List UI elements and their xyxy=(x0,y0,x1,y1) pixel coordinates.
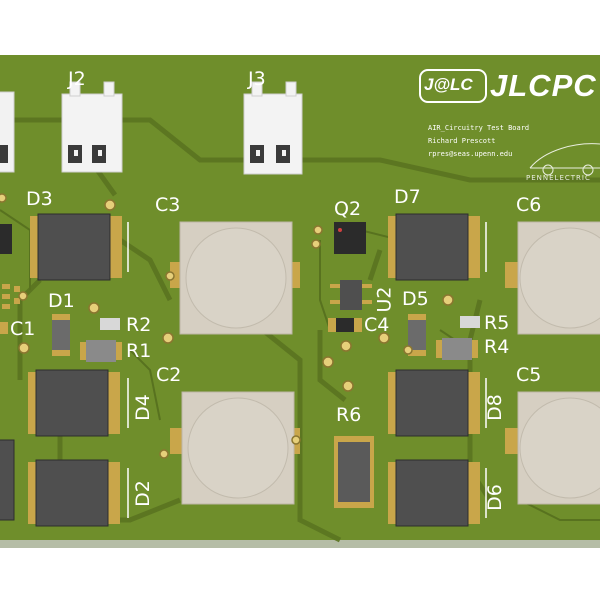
smd-pads-left xyxy=(2,284,20,309)
diode-d3 xyxy=(30,213,122,281)
label-r1: R1 xyxy=(126,340,152,362)
capacitor-c1 xyxy=(0,322,8,334)
diode-d1 xyxy=(52,314,70,356)
resistor-r6 xyxy=(334,436,374,508)
diode-d6 xyxy=(388,459,480,527)
capacitor-c2 xyxy=(170,391,300,505)
label-d4: D4 xyxy=(131,394,154,421)
label-q2: Q2 xyxy=(334,198,362,220)
info-author: Richard Prescott xyxy=(428,137,496,145)
label-u2: U2 xyxy=(373,286,396,313)
diode-d8 xyxy=(388,369,480,437)
pcb-edge xyxy=(0,540,600,548)
diode-d5 xyxy=(408,314,426,356)
resistor-r2 xyxy=(100,318,120,330)
connector-j1 xyxy=(0,91,15,173)
resistor-r1 xyxy=(80,340,122,362)
capacitor-c3 xyxy=(170,221,300,335)
capacitor-c6 xyxy=(505,221,600,335)
label-c1: C1 xyxy=(10,318,36,340)
car-logo xyxy=(529,143,600,176)
label-c2: C2 xyxy=(156,364,182,386)
resistor-r4 xyxy=(436,338,478,360)
resistor-r5 xyxy=(460,316,480,328)
info-title: AIR_Circuitry Test Board xyxy=(428,124,530,132)
label-d1: D1 xyxy=(48,290,75,312)
connector-j3 xyxy=(243,81,303,175)
label-c3: C3 xyxy=(155,194,181,216)
label-r6: R6 xyxy=(336,404,362,426)
label-d6: D6 xyxy=(483,484,506,511)
connector-j2 xyxy=(61,81,123,173)
capacitor-c5 xyxy=(505,391,600,505)
label-d7: D7 xyxy=(394,186,421,208)
logo-box xyxy=(419,69,487,103)
jlcpcb-logo: JLCPC xyxy=(490,68,597,103)
label-j3: J3 xyxy=(248,68,266,90)
info-email: rpres@seas.upenn.edu xyxy=(428,150,513,158)
label-r4: R4 xyxy=(484,336,510,358)
ic-left xyxy=(0,224,12,254)
silk-outlines xyxy=(127,222,487,518)
label-d3: D3 xyxy=(26,188,53,210)
label-d5: D5 xyxy=(402,288,429,310)
transistor-q2 xyxy=(334,222,366,254)
vias xyxy=(0,193,454,459)
capacitor-c4 xyxy=(328,318,362,332)
diode-d7 xyxy=(388,213,480,281)
label-d8: D8 xyxy=(483,394,506,421)
diode-left-edge xyxy=(0,439,15,521)
jlc-logo: J@LC xyxy=(424,75,473,94)
diode-d2 xyxy=(28,459,120,527)
label-d2: D2 xyxy=(131,480,154,507)
label-c6: C6 xyxy=(516,194,542,216)
label-c4: C4 xyxy=(364,314,390,336)
label-r2: R2 xyxy=(126,314,152,336)
label-c5: C5 xyxy=(516,364,542,386)
label-r5: R5 xyxy=(484,312,510,334)
diode-d4 xyxy=(28,369,120,437)
pennelectric-brand: PENNELECTRIC xyxy=(526,174,591,182)
ic-u2 xyxy=(330,280,372,310)
label-j2: J2 xyxy=(68,68,86,90)
